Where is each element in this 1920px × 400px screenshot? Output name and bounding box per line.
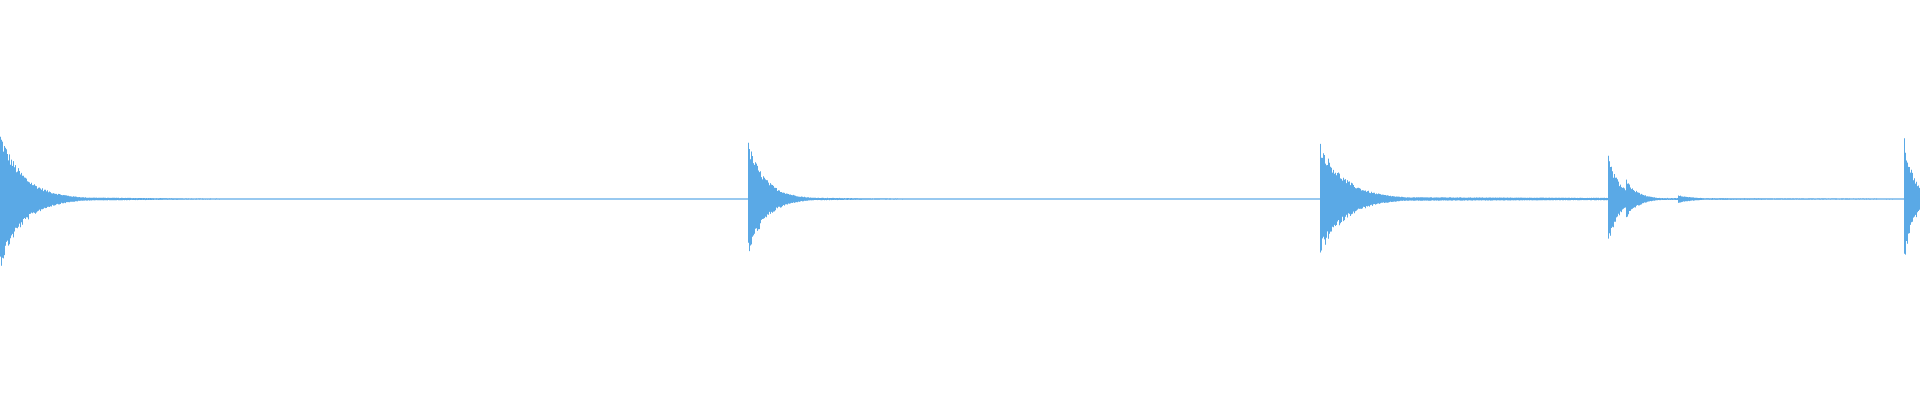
waveform-peaks bbox=[0, 136, 1920, 266]
